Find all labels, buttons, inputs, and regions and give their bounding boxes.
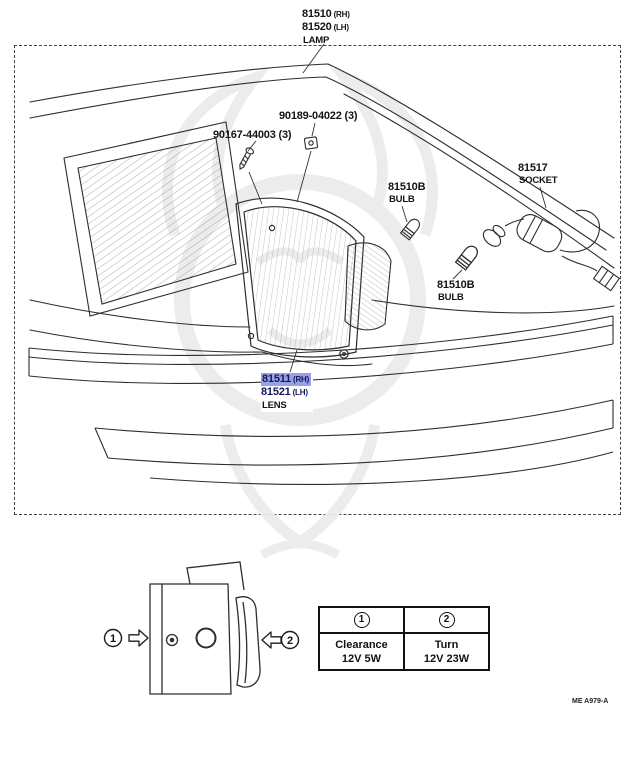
bulb-upper-number[interactable]: 81510B (388, 181, 426, 193)
circled-1-icon: 1 (353, 612, 370, 628)
legend-clearance-spec: 12V 5W (341, 652, 382, 665)
legend-clearance-name: Clearance (335, 638, 388, 651)
bulb-lower-name: BULB (438, 292, 464, 303)
socket-name: SOCKET (519, 175, 558, 186)
screw-part-number[interactable]: 90167-44003 (3) (213, 129, 292, 141)
lamp-lh-suffix: (LH) (333, 23, 349, 32)
header-line-lh: 81520(LH) (302, 21, 350, 34)
connector-icon (592, 265, 621, 292)
callout-2: 2 (280, 630, 300, 650)
lamp-lh-number[interactable]: 81520 (302, 21, 332, 33)
callout-1: 1 (103, 628, 123, 648)
socket-label: 81517 SOCKET (518, 162, 558, 187)
socket-number[interactable]: 81517 (518, 162, 548, 174)
bulb-upper-icon (399, 218, 420, 241)
legend-cell-clearance: Clearance 12V 5W (318, 632, 405, 671)
watermark-emblem (161, 66, 439, 559)
bulb-legend: 1 2 Clearance 12V 5W Turn 12V 23W (318, 606, 490, 671)
lamp-rh-number[interactable]: 81510 (302, 8, 332, 20)
lens-name: LENS (262, 400, 287, 411)
screw-icon (239, 147, 255, 170)
legend-turn-spec: 12V 23W (423, 652, 470, 665)
callout-1-number: 1 (110, 633, 116, 645)
lens-lh-number[interactable]: 81521 (261, 386, 291, 398)
lens-rh-number[interactable]: 81511 (262, 373, 291, 385)
headlight-opening (63, 121, 249, 317)
arrow-left-icon (261, 631, 282, 649)
clip-part-number[interactable]: 90189-04022 (3) (279, 110, 358, 122)
lens-rh-suffix: (RH) (292, 375, 310, 384)
bulb-lower-icon (454, 245, 478, 271)
assembly-header: 81510(RH) 81520(LH) LAMP (302, 8, 350, 47)
lens-line-lh: 81521(LH) (261, 386, 311, 399)
legend-turn-name: Turn (434, 638, 459, 651)
header-line-rh: 81510(RH) (302, 8, 350, 21)
lens-lh-suffix: (LH) (292, 388, 308, 397)
corner-lamp-lens (235, 197, 365, 359)
lens-label: 81511(RH) 81521(LH) LENS (261, 373, 314, 412)
circled-2-icon: 2 (438, 612, 455, 628)
bulb-upper-label: 81510B BULB (388, 181, 426, 206)
car-body-outline (29, 63, 615, 367)
callout-arrows (128, 629, 282, 649)
bulb-lower-number[interactable]: 81510B (437, 279, 475, 291)
bulb-lower-label: 81510B BULB (437, 279, 475, 304)
lamp-name: LAMP (303, 35, 330, 46)
clip-icon (303, 136, 319, 150)
lamp-housing (344, 242, 392, 331)
lens-line-rh: 81511(RH) (261, 373, 312, 386)
drawing-code: ME A979-A (572, 698, 609, 705)
legend-cell-turn: Turn 12V 23W (403, 632, 490, 671)
lamp-rh-suffix: (RH) (333, 10, 350, 19)
bumper-strips (28, 315, 614, 485)
leader-lines (247, 43, 547, 373)
bulb-upper-name: BULB (389, 194, 415, 205)
arrow-right-icon (128, 629, 149, 647)
lens-rh-highlight: 81511(RH) (261, 373, 312, 386)
diagram-frame (14, 45, 621, 515)
lens-front-view (149, 561, 261, 695)
socket-assembly (482, 209, 621, 292)
legend-header-1: 1 (318, 606, 405, 634)
legend-header-2: 2 (403, 606, 490, 634)
callout-2-number: 2 (287, 635, 293, 647)
